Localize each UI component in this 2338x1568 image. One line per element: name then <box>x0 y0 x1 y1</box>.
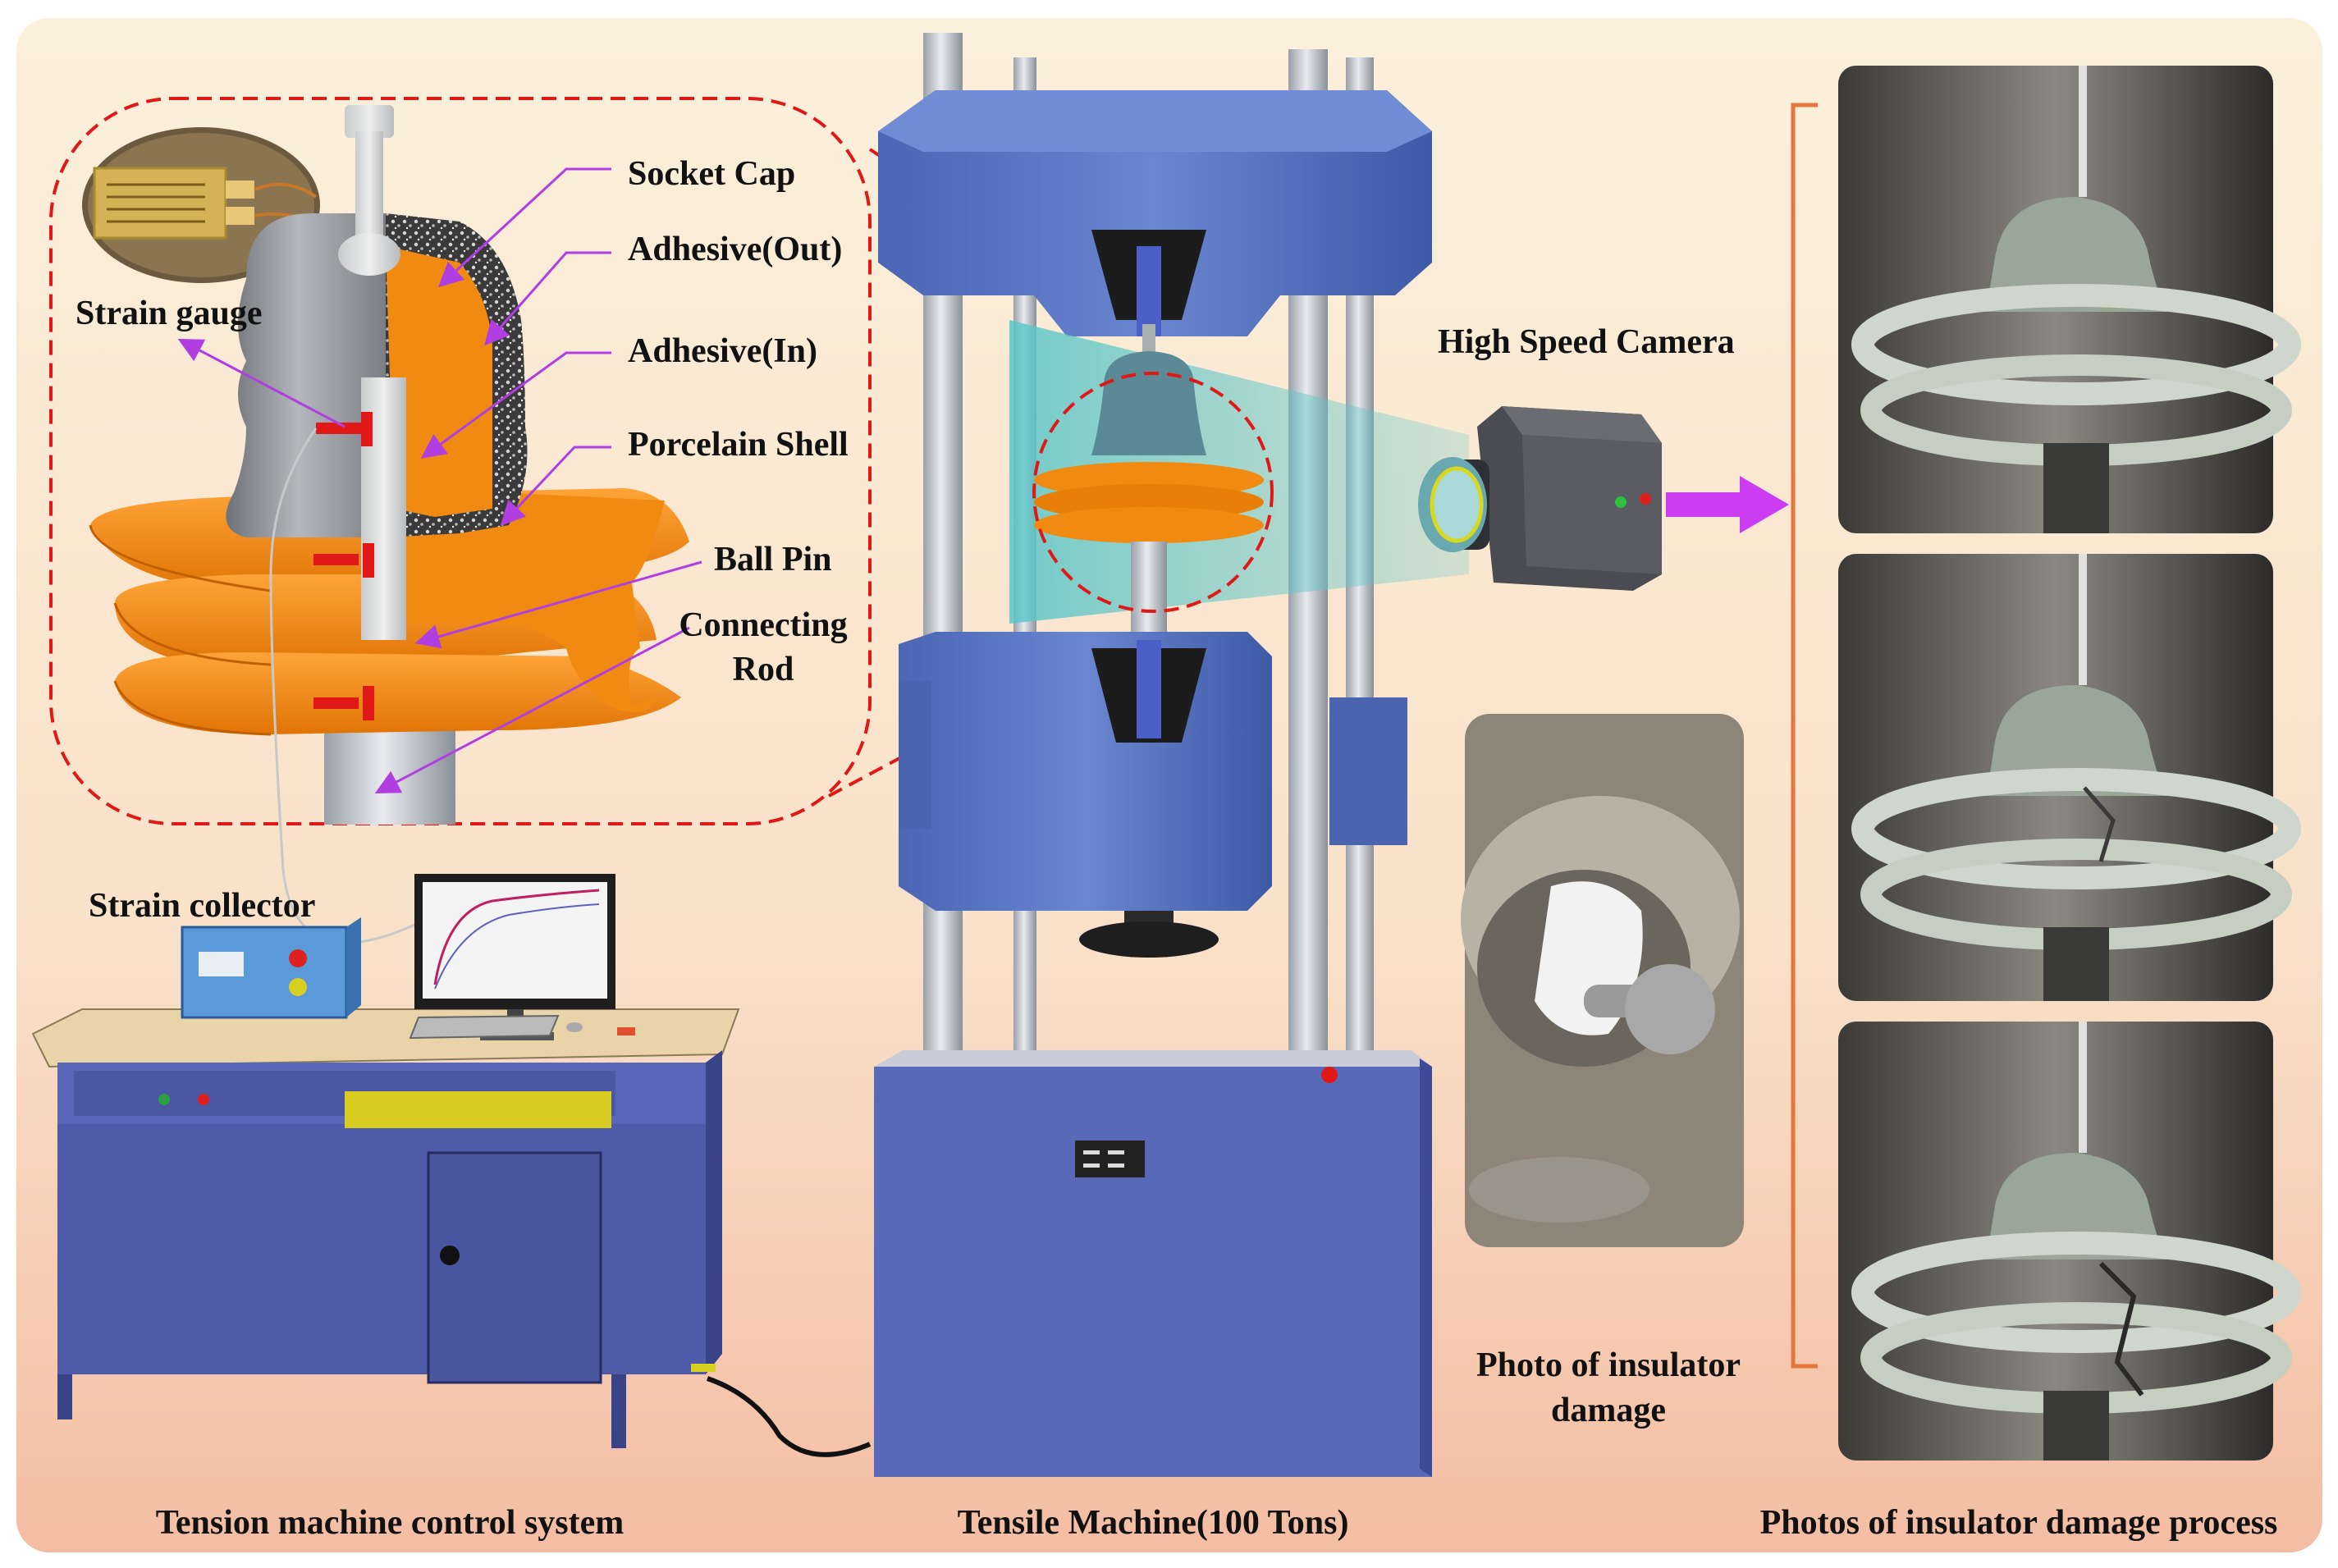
label-adhesive-in: Adhesive(In) <box>628 332 818 370</box>
label-photo-damage-line1: Photo of insulator <box>1476 1346 1741 1384</box>
caption-damage-process: Photos of insulator damage process <box>1759 1504 2278 1542</box>
label-connecting-rod-line1: Connecting <box>679 606 848 644</box>
control-system-illustration <box>31 874 872 1457</box>
label-adhesive-out: Adhesive(Out) <box>628 231 843 268</box>
caption-tensile-machine: Tensile Machine(100 Tons) <box>957 1504 1349 1542</box>
caption-control-system: Tension machine control system <box>155 1504 625 1542</box>
label-porcelain-shell: Porcelain Shell <box>628 426 849 464</box>
label-socket-cap: Socket Cap <box>628 155 796 193</box>
insulator-damage-photo <box>1461 714 1744 1247</box>
high-speed-camera-illustration <box>1418 406 1789 591</box>
photo-sequence-bracket <box>1791 103 1818 1369</box>
label-photo-damage-line2: damage <box>1551 1392 1666 1429</box>
label-connecting-rod-line2: Rod <box>732 651 794 688</box>
label-strain-gauge: Strain gauge <box>75 295 263 332</box>
label-high-speed-camera: High Speed Camera <box>1438 323 1735 361</box>
insulator-callout-border <box>49 97 872 825</box>
specimen-highlight-circle <box>1032 372 1274 613</box>
part-leader-lines <box>177 167 702 793</box>
tensile-machine-illustration <box>874 33 1469 1477</box>
label-ball-pin: Ball Pin <box>714 541 832 578</box>
label-strain-collector: Strain collector <box>89 887 316 925</box>
damage-process-photos <box>1838 66 2301 1461</box>
